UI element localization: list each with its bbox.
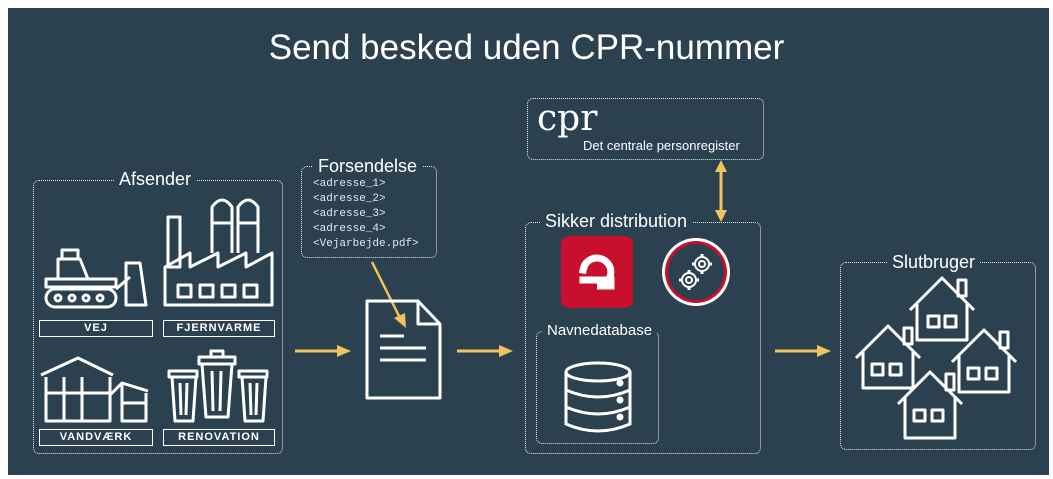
houses-icon [854, 276, 1018, 440]
address-line-4: <adresse_4> [313, 223, 386, 235]
address-line-3: <adresse_3> [313, 208, 386, 220]
slutbruger-label: Slutbruger [887, 252, 981, 273]
document-icon [365, 299, 442, 400]
database-icon [564, 361, 632, 433]
arrow-cpr-distribution [715, 160, 727, 222]
cpr-subtitle: Det centrale personregister [583, 138, 740, 153]
arrow-afsender-to-document [295, 345, 351, 357]
factory-icon [163, 198, 274, 307]
cpr-group [527, 98, 764, 160]
address-line-1: <adresse_1> [313, 178, 386, 190]
tag-vej: VEJ [39, 320, 153, 337]
trash-cans-icon [167, 349, 269, 423]
distribution-label: Sikker distribution [540, 211, 693, 232]
arrow-document-to-distribution [457, 345, 513, 357]
attachment-line: <Vejarbejde.pdf> [313, 238, 419, 250]
arrow-distribution-to-slutbruger [775, 345, 831, 357]
cpr-logo: cpr [537, 98, 598, 139]
tag-renovation: RENOVATION [163, 429, 275, 446]
eboks-logo-icon [561, 236, 633, 308]
afsender-label: Afsender [114, 169, 197, 190]
page-title: Send besked uden CPR-nummer [268, 28, 785, 67]
tag-fjernvarme: FJERNVARME [163, 320, 275, 337]
pointer-arrow [370, 261, 406, 328]
address-line-2: <adresse_2> [313, 193, 386, 205]
bulldozer-icon [44, 248, 148, 309]
tag-vandvaerk: VANDVÆRK [39, 429, 153, 446]
navnedatabase-label: Navnedatabase [542, 322, 658, 339]
forsendelse-label: Forsendelse [313, 156, 423, 177]
greenhouse-icon [40, 356, 149, 423]
gears-icon [662, 238, 730, 306]
